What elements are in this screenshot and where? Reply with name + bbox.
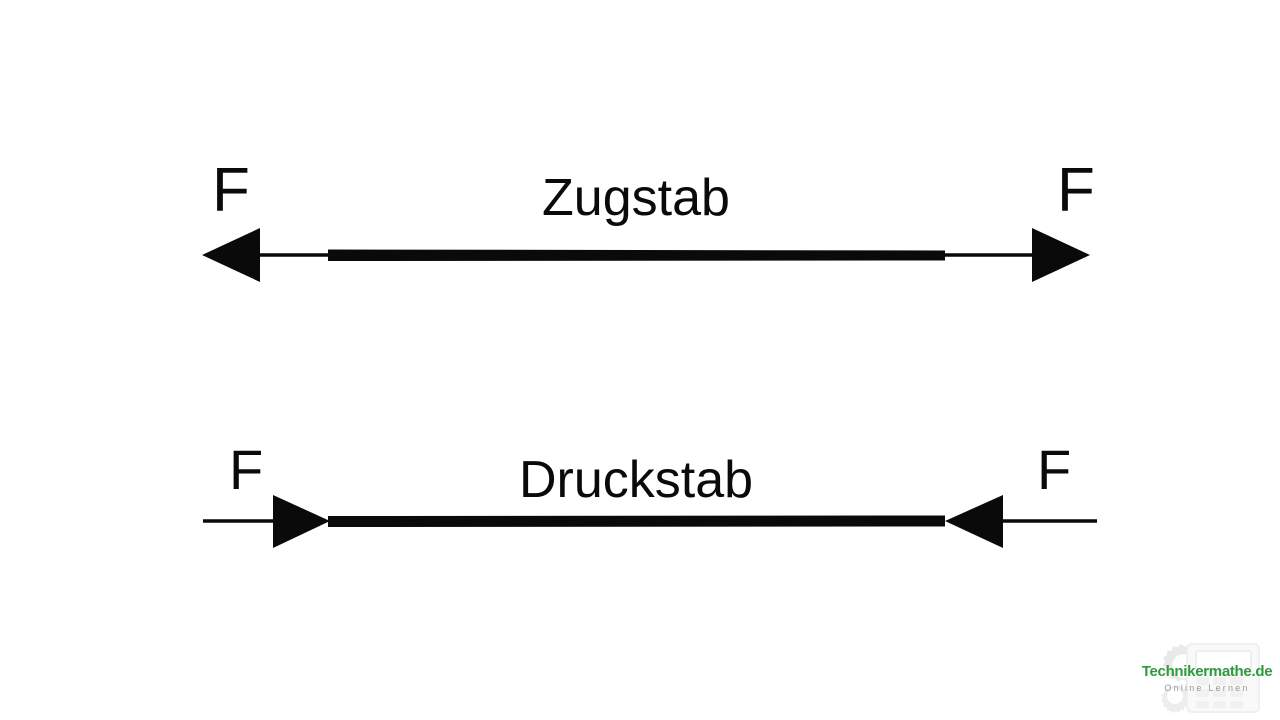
zugstab-diagram [202,228,1090,282]
force-label-zugstab-left: F [212,156,250,225]
watermark-text: Technikermathe.de Online Lernen [1139,664,1275,693]
zugstab-right-arrowhead [1032,228,1090,282]
druckstab-diagram [203,495,1097,548]
druckstab-bar [328,515,945,527]
force-label-zugstab-right: F [1057,156,1095,225]
member-label-zugstab: Zugstab [542,169,730,227]
gear-icon [1162,643,1201,682]
druckstab-right-arrowhead [945,495,1003,548]
small-gear-icon [1161,684,1190,714]
zugstab-left-arrowhead [202,228,260,282]
druckstab-left-arrowhead [273,495,330,548]
watermark-domain: Technikermathe.de [1141,663,1273,680]
gear-calculator-graphic [1161,643,1260,714]
watermark: Technikermathe.de Online Lernen [1139,636,1275,718]
calculator-icon [1186,643,1260,713]
watermark-tagline: Online Lernen [1164,683,1250,693]
force-label-druckstab-left: F [229,438,264,501]
zugstab-bar [328,249,945,261]
force-label-druckstab-right: F [1037,438,1072,501]
member-label-druckstab: Druckstab [518,451,754,509]
